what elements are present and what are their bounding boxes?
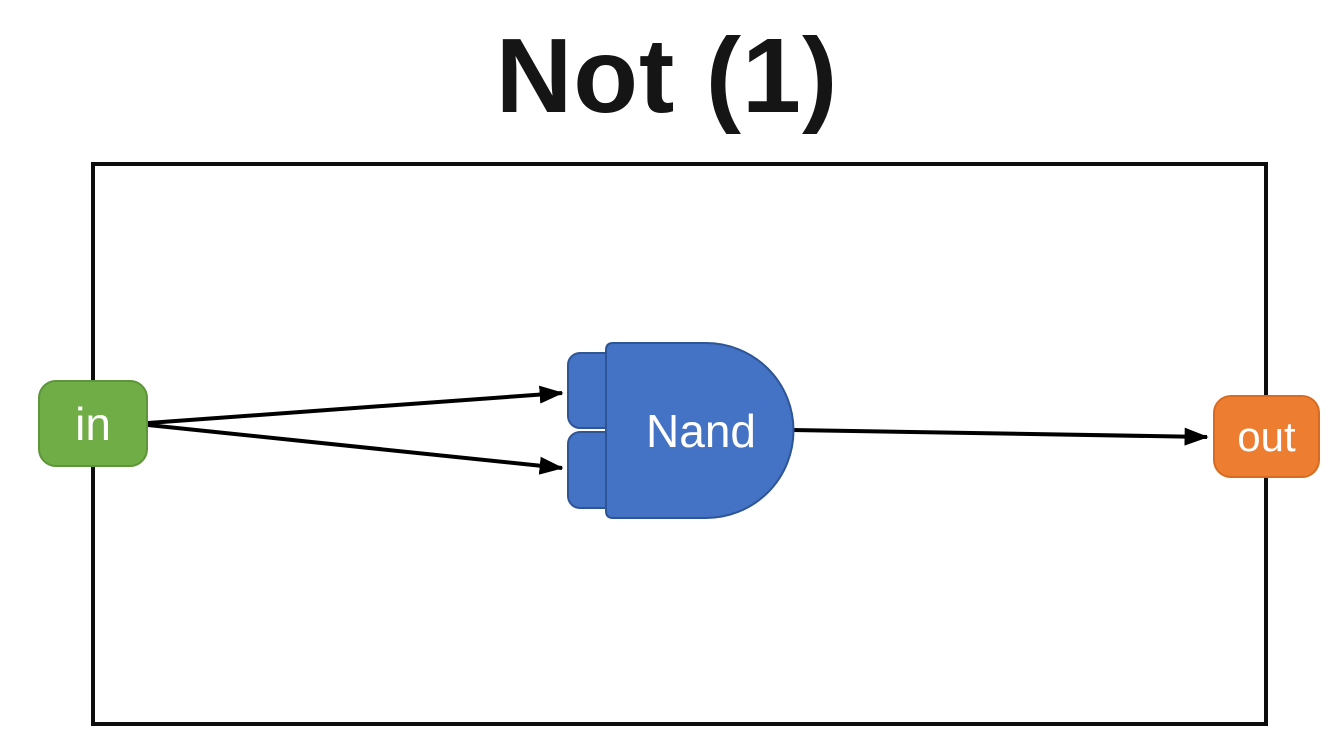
input-pin-shape: [38, 380, 148, 467]
output-pin-label: out: [1237, 412, 1296, 460]
input-pin-label: in: [75, 397, 111, 450]
wire-gate-to-output: [791, 427, 1209, 446]
nand-gate: [567, 342, 795, 519]
page-title: Not (1): [495, 17, 839, 135]
wire-input-to-top-tab: [147, 385, 564, 425]
nand-gate-label: Nand: [646, 405, 756, 457]
wire-input-to-bottom-tab: [147, 423, 564, 475]
output-pin-shape: [1213, 395, 1320, 478]
nand-gate-body: [605, 342, 795, 519]
